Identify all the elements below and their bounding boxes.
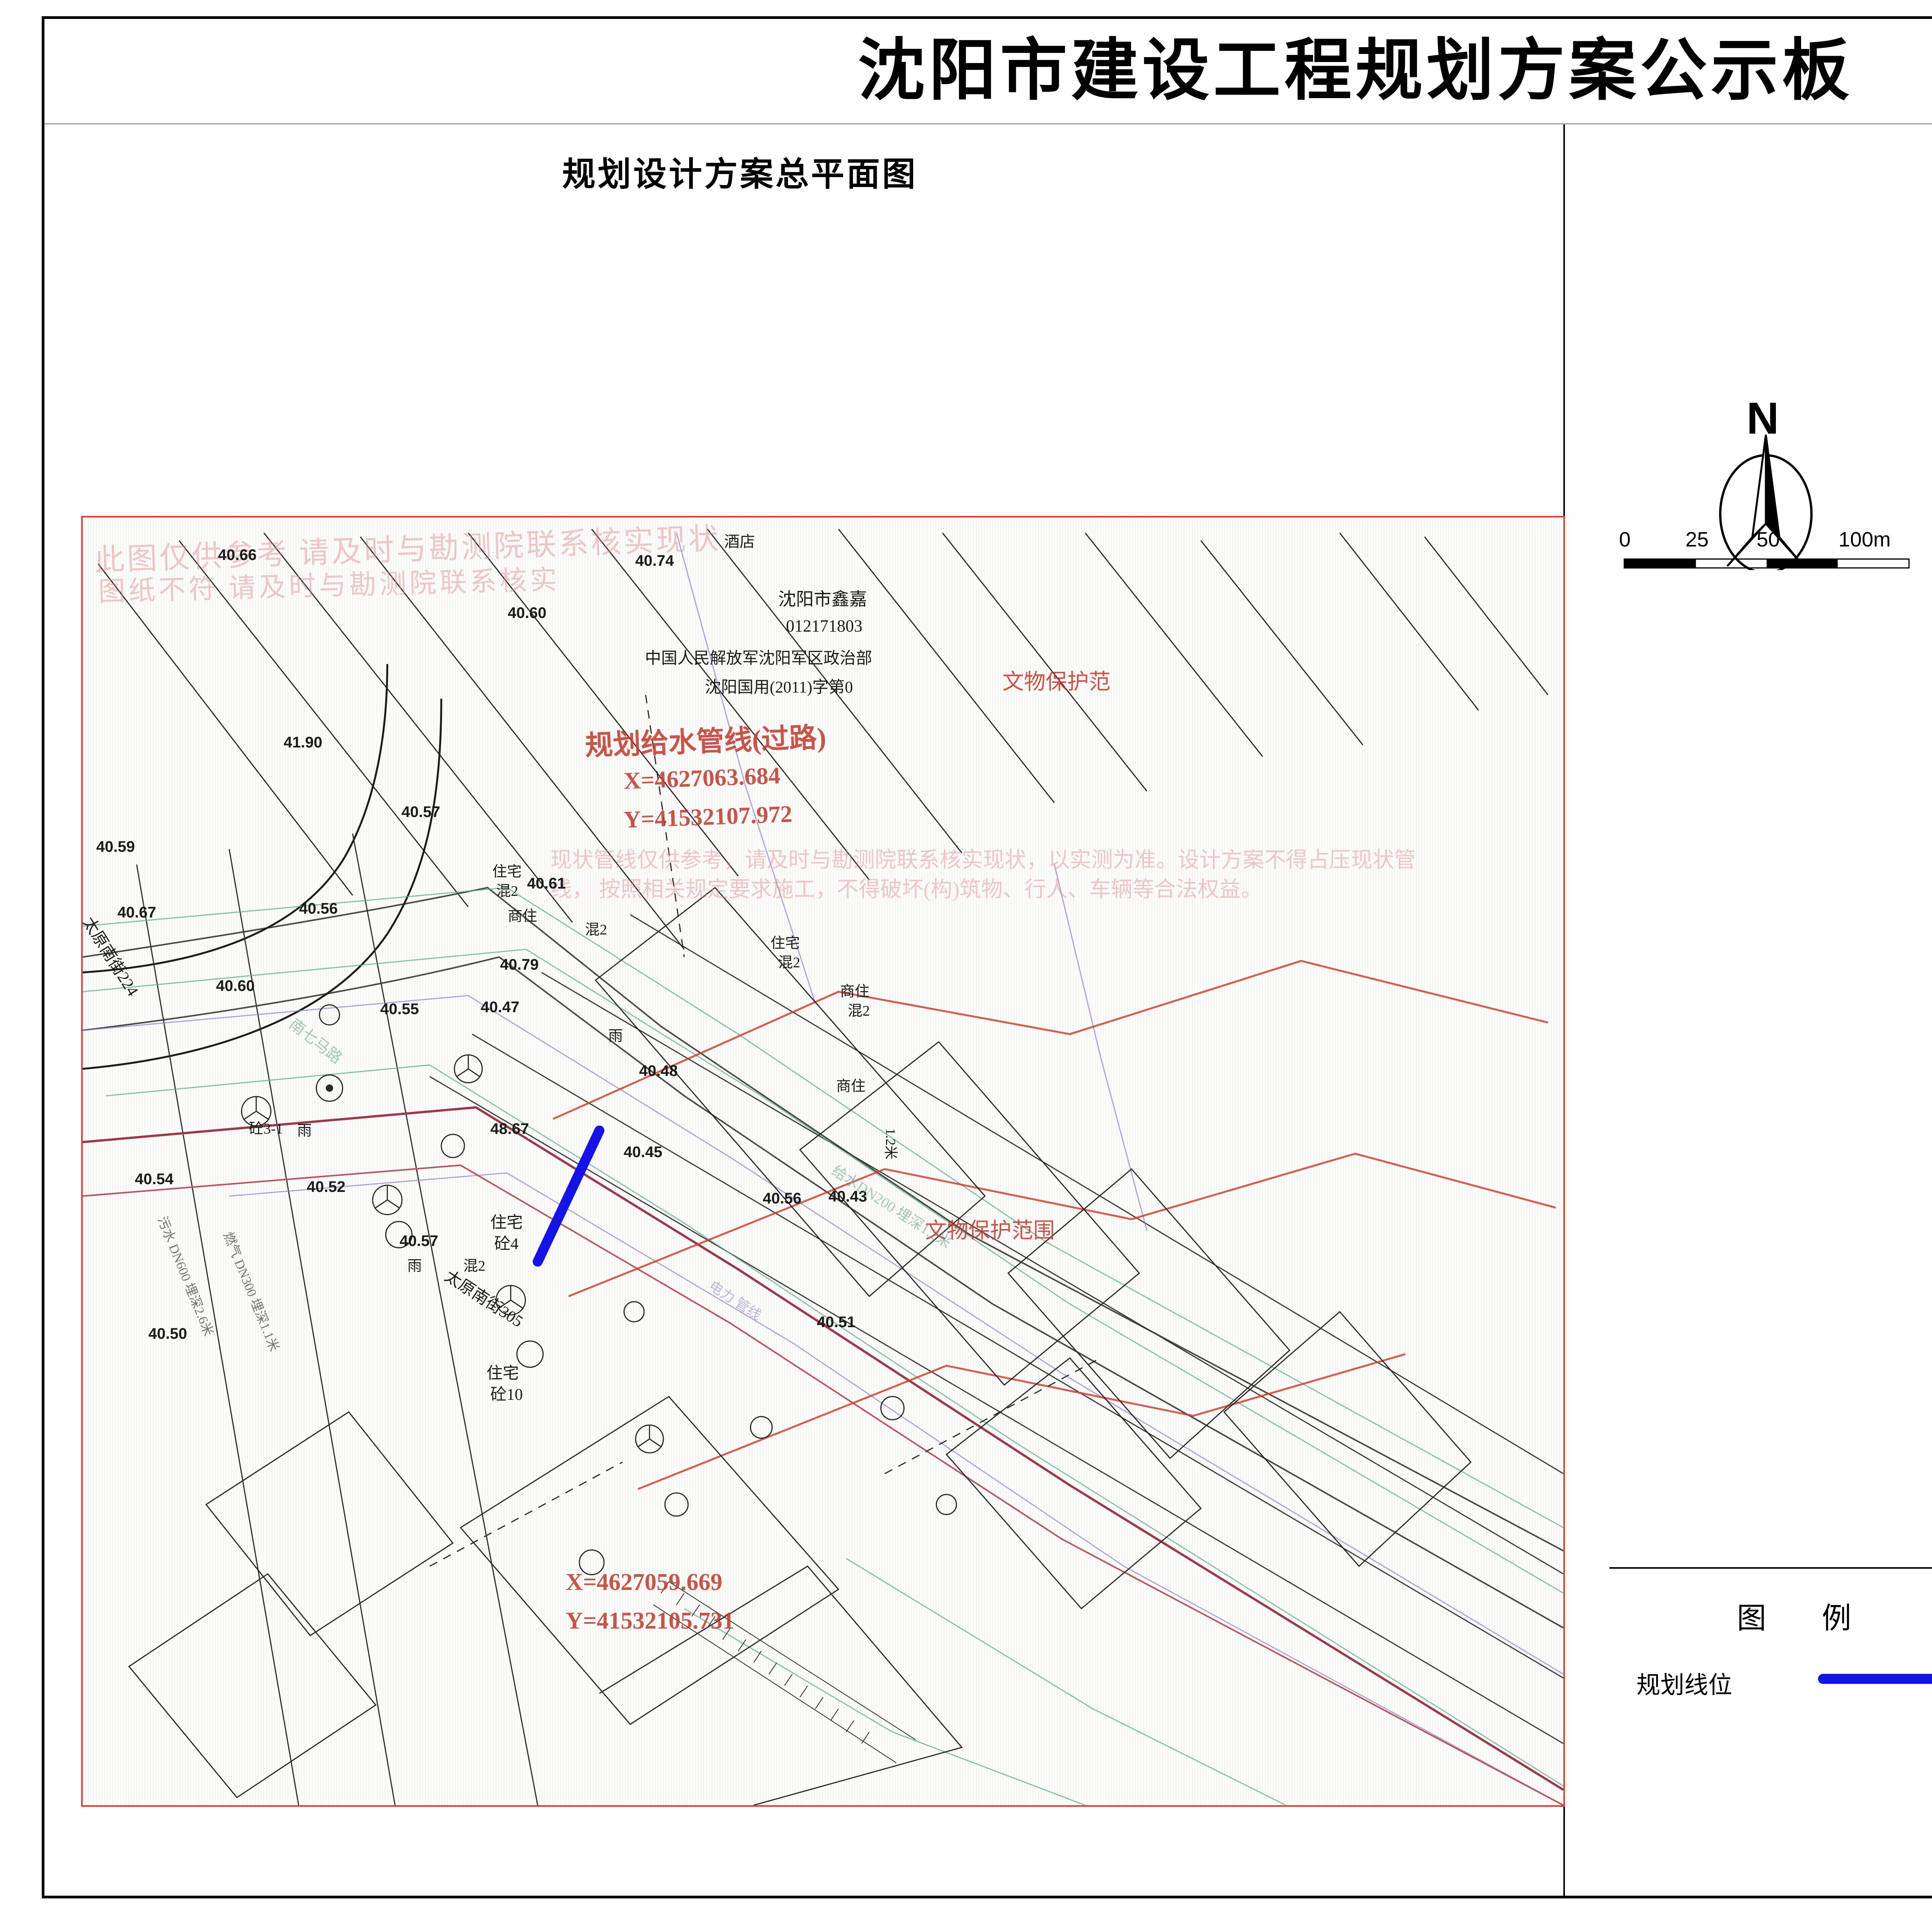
scale-bar <box>1624 558 1910 569</box>
scale-tick-0: 0 <box>1619 528 1631 551</box>
map-callout-coord-top-x: X=4627063.684 <box>623 762 781 795</box>
legend: 图 例 规划线位 <box>1609 1571 1932 1803</box>
north-arrow-and-scale: N 0 25 50 100m <box>1619 392 1928 601</box>
sheet-border <box>42 16 1932 1898</box>
map-subtitle: 规划设计方案总平面图 <box>562 156 918 193</box>
map-callout-coord-top-y: Y=41532107.972 <box>623 801 793 833</box>
legend-title: 图 例 <box>1737 1602 1864 1635</box>
legend-item: 规划线位 <box>1609 1664 1932 1699</box>
scale-tick-100: 100m <box>1838 528 1891 551</box>
map-column: 规划设计方案总平面图 <box>44 126 1932 1897</box>
scale-tick-50: 50 <box>1757 528 1780 551</box>
map-note-heritage-1: 文物保护范 <box>1002 670 1111 694</box>
map-callout-coord-bottom-y: Y=41532105.731 <box>566 1608 735 1634</box>
map-callout-title: 规划给水管线(过路) <box>585 722 827 761</box>
scale-tick-labels: 0 25 50 100m <box>1619 528 1913 551</box>
map-canvas: 此图仅供参考 请及时与勘测院联系核实现状 图纸不符 请及时与勘测院联系核实 规划… <box>81 516 1565 1807</box>
compass-icon <box>1719 434 1813 570</box>
site-plan-drawing: 此图仅供参考 请及时与勘测院联系核实现状 图纸不符 请及时与勘测院联系核实 规划… <box>81 516 1565 1807</box>
scale-tick-25: 25 <box>1685 528 1709 551</box>
legend-separator <box>1609 1567 1932 1569</box>
legend-item-label: 规划线位 <box>1636 1672 1733 1699</box>
title-band: 沈阳市建设工程规划方案公示板 <box>44 19 1932 124</box>
legend-item-swatch <box>1818 1674 1932 1684</box>
survey-linework <box>83 517 1563 1805</box>
north-label: N <box>1747 393 1779 443</box>
page-title: 沈阳市建设工程规划方案公示板 <box>857 34 1853 108</box>
map-callout-coord-bottom-x: X=4627059.669 <box>566 1569 723 1595</box>
map-note-heritage-2: 文物保护范围 <box>925 1219 1055 1243</box>
